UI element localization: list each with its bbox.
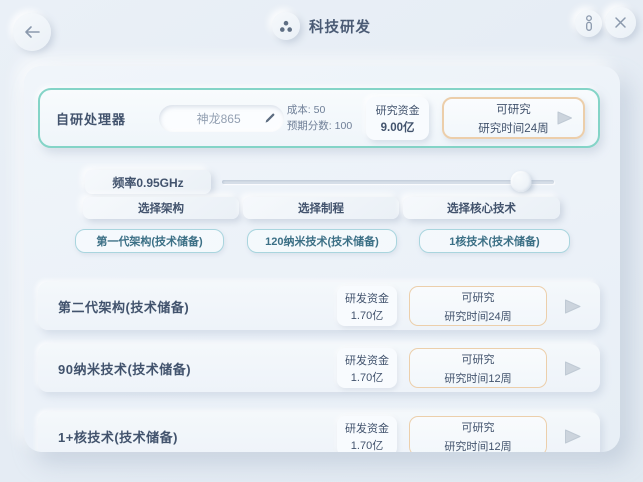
select-core-tech-button[interactable]: 选择核心技术 [403,197,560,219]
chip-core-tech[interactable]: 1核技术(技术储备) [419,229,570,253]
research-row: 1+核技术(技术储备) 研发资金 1.70亿 可研究 研究时间12周 [38,412,600,452]
person-icon [584,15,594,32]
row-time-text: 研究时间12周 [444,372,512,385]
processor-name-value: 神龙865 [196,111,241,126]
row-funds-badge: 研发资金 1.70亿 [337,416,397,452]
play-icon[interactable] [562,359,583,378]
info-button[interactable] [575,10,602,37]
research-state-text: 可研究 [496,103,531,116]
back-button[interactable] [13,13,51,51]
play-icon[interactable] [562,427,583,446]
page-title: 科技研发 [309,19,371,36]
row-funds-label: 研发资金 [345,422,389,435]
row-research-button[interactable]: 可研究 研究时间12周 [409,416,547,452]
frequency-slider-thumb[interactable] [510,171,532,192]
close-icon [614,16,627,29]
row-state-text: 可研究 [461,353,495,366]
row-funds-value: 1.70亿 [350,371,384,384]
play-icon[interactable] [562,297,583,316]
row-time-text: 研究时间24周 [444,310,512,323]
play-icon [555,110,574,127]
processor-card: 自研处理器 神龙865 成本: 50 预期分数: 100 研究资金 9.00亿 … [38,88,600,148]
frequency-label: 频率0.95GHz [85,170,211,194]
row-tech-name: 90纳米技术(技术储备) [58,361,192,377]
frequency-slider[interactable] [222,171,554,192]
header: 科技研发 [0,10,643,42]
research-row: 第二代架构(技术储备) 研发资金 1.70亿 可研究 研究时间24周 [38,282,600,330]
row-funds-value: 1.70亿 [350,439,384,452]
processor-label: 自研处理器 [56,111,127,127]
research-funds-badge: 研究资金 9.00亿 [366,96,429,140]
close-button[interactable] [605,7,636,38]
research-time-text: 研究时间24周 [478,122,549,135]
processor-name-input[interactable]: 神龙865 [159,104,284,132]
row-state-text: 可研究 [461,421,495,434]
chip-architecture[interactable]: 第一代架构(技术储备) [75,229,224,253]
research-row: 90纳米技术(技术储备) 研发资金 1.70亿 可研究 研究时间12周 [38,344,600,392]
start-research-button[interactable]: 可研究 研究时间24周 [441,97,585,139]
processor-stats: 成本: 50 预期分数: 100 [287,102,365,135]
row-research-button[interactable]: 可研究 研究时间24周 [409,286,547,326]
row-research-button[interactable]: 可研究 研究时间12周 [409,348,547,388]
row-tech-name: 1+核技术(技术储备) [58,429,178,445]
research-funds-label: 研究资金 [375,104,420,117]
research-panel: 自研处理器 神龙865 成本: 50 预期分数: 100 研究资金 9.00亿 … [24,66,620,452]
row-funds-badge: 研发资金 1.70亿 [337,286,397,326]
row-funds-label: 研发资金 [345,354,389,367]
row-tech-name: 第二代架构(技术储备) [58,299,190,315]
select-process-button[interactable]: 选择制程 [243,197,399,219]
row-funds-badge: 研发资金 1.70亿 [337,348,397,388]
row-funds-label: 研发资金 [345,292,389,305]
cost-text: 成本: 50 [286,103,326,116]
row-funds-value: 1.70亿 [350,309,384,322]
cluster-dots-icon [272,12,300,40]
row-time-text: 研究时间12周 [444,440,512,453]
row-state-text: 可研究 [461,291,495,304]
expected-score-text: 预期分数: 100 [286,120,353,132]
chip-process[interactable]: 120纳米技术(技术储备) [247,229,397,253]
pencil-icon[interactable] [264,112,276,124]
research-funds-value: 9.00亿 [380,121,415,134]
select-architecture-button[interactable]: 选择架构 [83,197,239,219]
arrow-left-icon [24,25,41,39]
